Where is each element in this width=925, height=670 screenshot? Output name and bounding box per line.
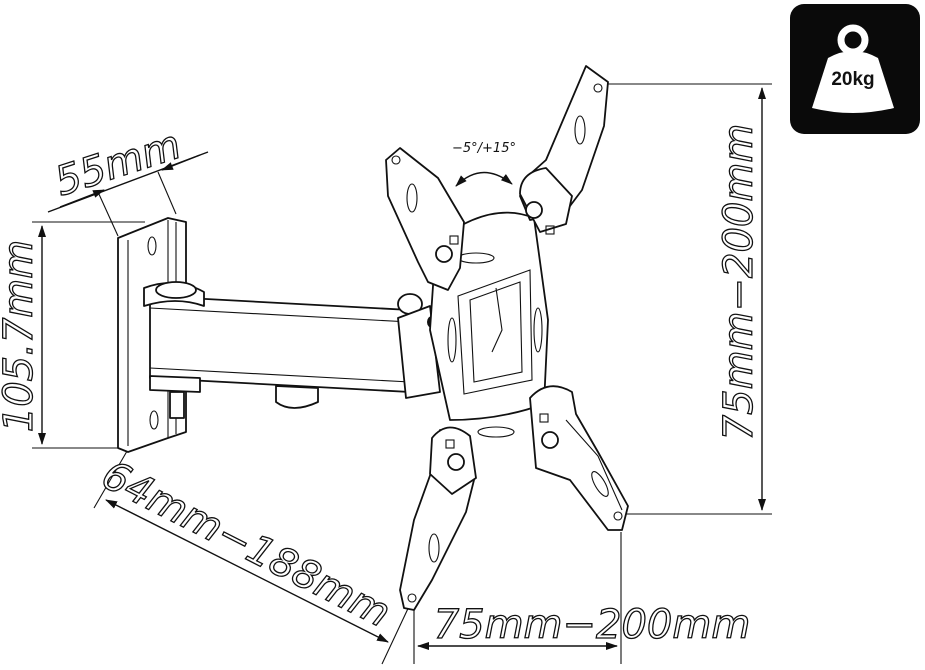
mounting-hole-icon [593,83,603,93]
head-slot [533,307,543,353]
extension-line [381,599,413,665]
extension-arm [143,281,441,419]
tilt-lever [491,287,503,353]
mounting-hole-icon [391,155,401,165]
mounting-slot-icon [428,533,440,563]
vesa-arm-top-left [385,147,465,291]
arm-extension-dimension: 64mm−188mm [93,445,413,665]
extension-line [93,445,131,509]
mounting-slot-icon [574,115,586,145]
arm-extension-label: 64mm−188mm [94,452,397,637]
vesa-bolt-icon [541,431,559,449]
tilt-range-label: −5°/+15° [452,141,516,156]
mounting-hole-icon [613,511,623,521]
hinge-cap [155,281,197,299]
head-inner-frame [469,281,523,383]
weight-capacity-label: 20kg [831,69,874,90]
mounting-slot-icon [406,183,418,213]
tilt-indicator: −5°/+15° [452,141,516,187]
screw-slot-icon [149,410,159,430]
cable-clip [275,385,319,409]
square-nut-icon [445,439,455,449]
weight-icon [812,24,894,113]
hinge-bolt [169,391,185,419]
bottom-hinge [149,375,201,393]
dimension-arrow [105,499,389,643]
square-nut-icon [539,413,549,423]
weight-badge: 20kg [790,4,920,134]
plate-height-dimension: 105.7mm [0,221,145,449]
vesa-bolt-icon [447,453,465,471]
plate-width-label: 55mm [50,122,187,206]
vesa-arm-bottom-right [529,385,629,531]
head-slot [477,426,515,438]
dimension-arrow [59,189,105,208]
vesa-head [385,65,629,611]
head-frame [457,269,533,395]
vesa-bolt-icon [525,201,543,219]
vesa-horizontal-dimension: 75mm−200mm [413,532,751,664]
extension-line [157,171,177,215]
vesa-vertical-label: 75mm−200mm [716,124,762,441]
vesa-vertical-dimension: 75mm−200mm [604,83,772,515]
plate-height-label: 105.7mm [0,240,42,432]
vesa-bolt-icon [435,245,453,263]
dimension-arrow [161,154,201,171]
extension-line [97,191,119,237]
screw-slot-icon [147,236,157,256]
plate-width-dimension: 55mm [47,121,209,237]
mounting-slot-icon [591,471,609,497]
vesa-horizontal-label: 75mm−200mm [434,602,751,648]
head-slot [447,317,457,363]
square-nut-icon [449,235,459,245]
arm-edge [149,307,411,323]
square-nut-icon [545,225,555,235]
vesa-arm-edge [565,419,623,511]
arm-edge [149,367,411,383]
mounting-hole-icon [407,593,417,603]
tilt-arrow-icon [455,171,513,187]
